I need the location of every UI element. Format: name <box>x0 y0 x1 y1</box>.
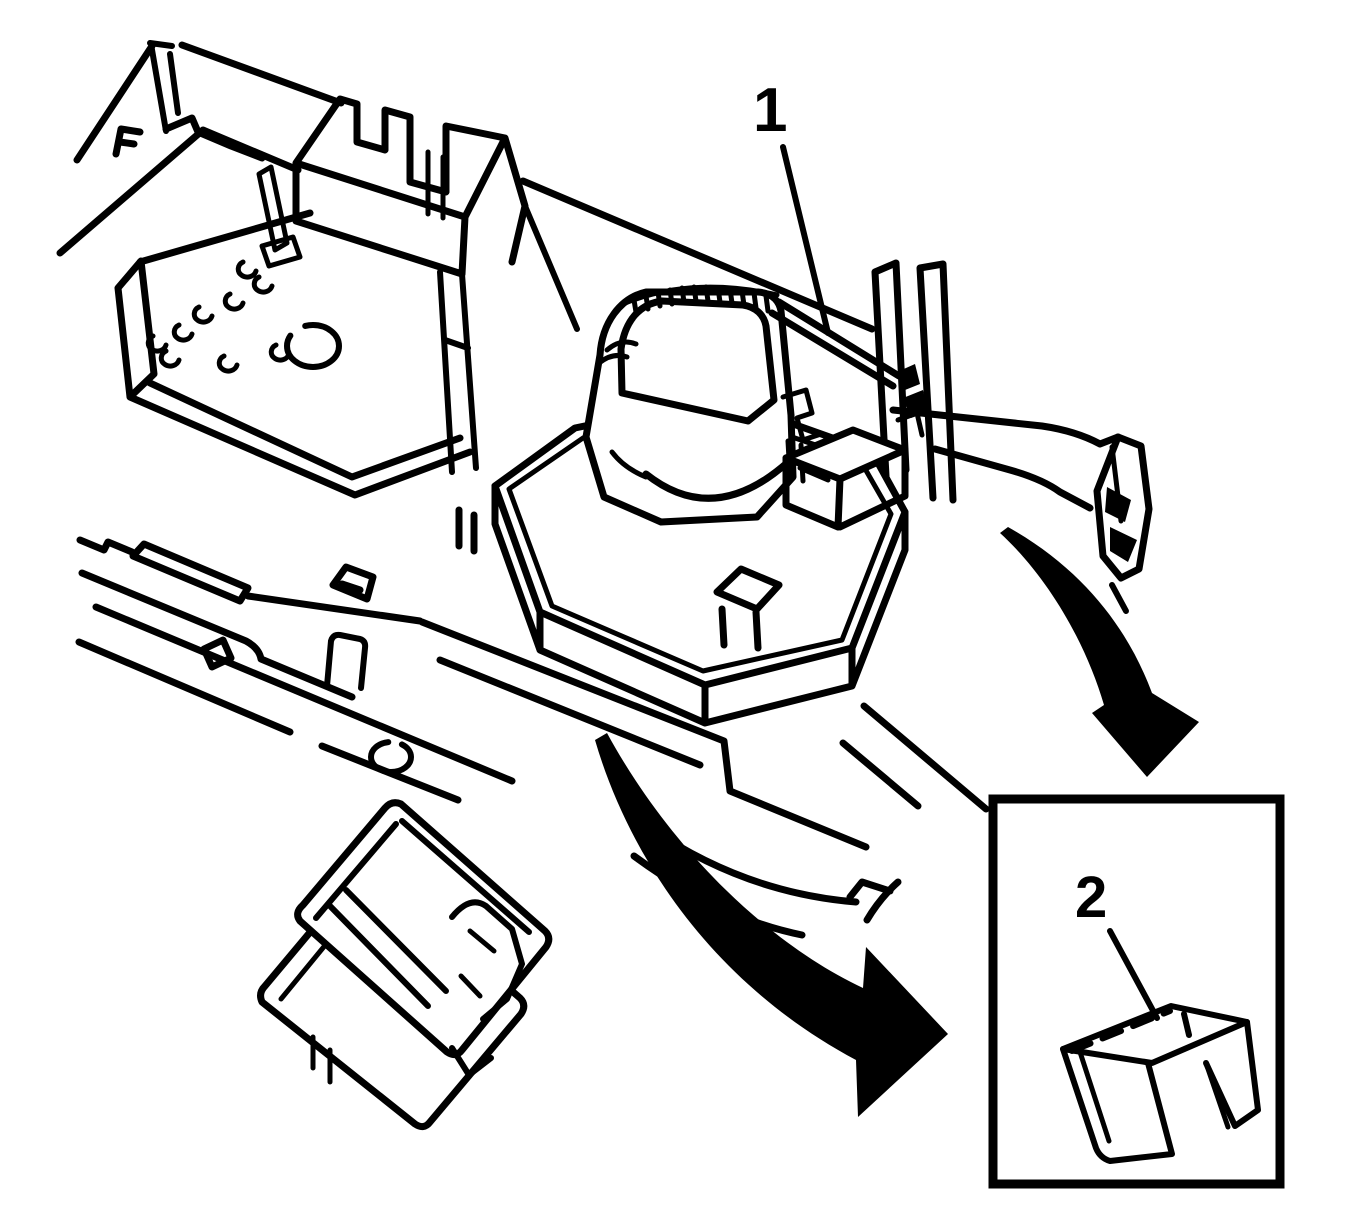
corner-post-icon <box>147 40 181 134</box>
side-box-faces <box>782 446 909 531</box>
pocket-box-slot <box>425 149 446 221</box>
bracket-outline <box>1093 433 1153 582</box>
console-panel-face <box>75 506 990 939</box>
bracket-tail <box>1109 582 1129 614</box>
tray-hook-details <box>145 259 292 374</box>
cup-back-edges <box>768 298 903 390</box>
connector-body-inner <box>313 818 532 1009</box>
curved-arrow-upper-icon <box>1000 527 1199 777</box>
cup-small-arcs <box>596 339 649 480</box>
platform-skirt <box>491 482 909 727</box>
panel-staple-detail <box>324 631 369 691</box>
panel-f-tab <box>112 125 144 158</box>
bracket-hook-icon <box>1105 487 1137 562</box>
post-lines <box>871 259 957 504</box>
callouts: 1 2 <box>753 76 1160 1021</box>
retainer-clip-right-leg <box>1203 1019 1261 1129</box>
hanging-connector <box>257 799 553 1131</box>
panel-small-tabs <box>200 506 478 671</box>
motion-arrows <box>595 527 1199 1117</box>
panel-corner-edges <box>839 702 990 924</box>
detail-inset <box>988 794 1285 1189</box>
cup-ribs-icon <box>631 284 771 315</box>
callout-1-label: 1 <box>753 76 787 145</box>
tray-round-hole <box>284 322 342 370</box>
connector-latch <box>449 899 525 1078</box>
connector-tray <box>257 866 528 1131</box>
platform-side-box <box>782 426 909 531</box>
pocket-box-outline <box>292 95 529 278</box>
panel-slot <box>129 540 252 605</box>
callout-2-label: 2 <box>1075 865 1107 930</box>
cup-recess-arc <box>642 458 792 502</box>
retainer-clip-bend-dash <box>1181 1011 1192 1038</box>
post-hook-icon <box>897 364 928 418</box>
panel-oval-hole <box>368 739 414 775</box>
side-box-inner <box>797 465 831 483</box>
cup-rib-band <box>622 284 780 306</box>
platform-front-slot <box>713 565 783 652</box>
callout-1-leader <box>780 144 831 336</box>
retainer-clip-right-inner <box>1203 1060 1231 1130</box>
tray-rod-detail <box>256 164 303 269</box>
callout-2-leader <box>1107 928 1160 1021</box>
retainer-clip-left-inner <box>1077 1049 1112 1144</box>
pocket-wall-drops <box>437 203 580 475</box>
console-panel-edges <box>56 40 876 333</box>
left-switch-pocket <box>114 95 580 499</box>
panel-edge-lines <box>56 41 876 333</box>
connector-latch-lines <box>458 928 497 999</box>
curved-arrow-lower-icon <box>595 733 948 1117</box>
pocket-tray-rim <box>114 209 474 499</box>
flange-lines <box>889 406 1122 512</box>
retainer-clip-left-leg <box>1060 1046 1175 1164</box>
right-bracket <box>889 406 1153 614</box>
